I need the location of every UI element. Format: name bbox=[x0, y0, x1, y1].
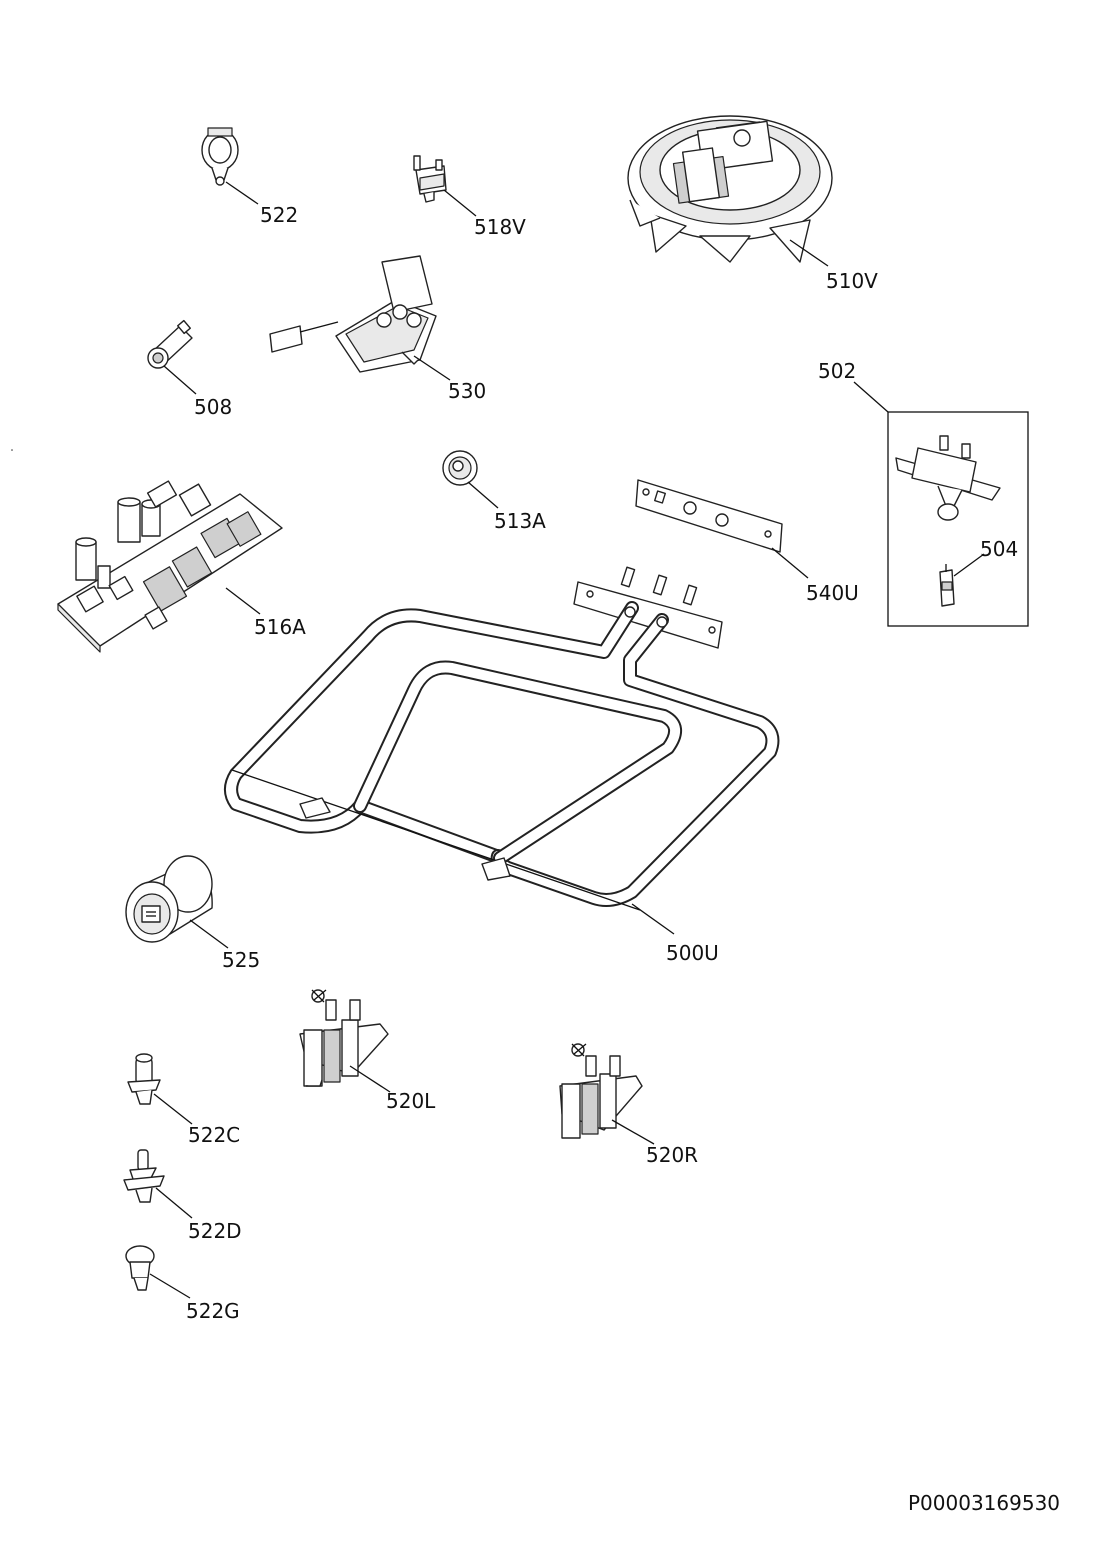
leader-520R bbox=[611, 1119, 655, 1145]
label-525: 525 bbox=[222, 948, 260, 972]
leader-510V bbox=[789, 239, 829, 267]
label-520L: 520L bbox=[386, 1089, 436, 1113]
part-520R-hinge bbox=[559, 1043, 643, 1139]
leader-508 bbox=[163, 365, 197, 395]
leader-525 bbox=[189, 919, 229, 949]
label-502: 502 bbox=[818, 359, 856, 383]
label-522C: 522C bbox=[188, 1123, 240, 1147]
part-510V-fan-motor bbox=[627, 115, 833, 263]
label-530: 530 bbox=[448, 379, 486, 403]
part-530-terminal-block bbox=[269, 255, 437, 373]
leader-502 bbox=[853, 381, 889, 413]
part-518V-switch bbox=[413, 155, 447, 203]
label-520R: 520R bbox=[646, 1143, 698, 1167]
part-540U-bracket-plate bbox=[635, 479, 783, 553]
label-540U: 540U bbox=[806, 581, 859, 605]
leader-540U bbox=[771, 547, 809, 579]
leader-504 bbox=[953, 553, 985, 577]
label-522: 522 bbox=[260, 203, 298, 227]
part-504-lamp-pin bbox=[939, 564, 955, 607]
label-513A: 513A bbox=[494, 509, 546, 533]
part-513A-nut bbox=[442, 450, 478, 486]
leader-530 bbox=[413, 355, 451, 381]
part-522-clamp bbox=[201, 127, 239, 186]
label-504: 504 bbox=[980, 537, 1018, 561]
leader-516A bbox=[225, 587, 261, 615]
margin-dot bbox=[11, 449, 13, 451]
document-code: P00003169530 bbox=[908, 1491, 1060, 1515]
leader-500U bbox=[631, 903, 675, 935]
label-522G: 522G bbox=[186, 1299, 240, 1323]
part-500U-heating-element bbox=[224, 566, 780, 911]
detail-box-502 bbox=[887, 411, 1029, 627]
label-508: 508 bbox=[194, 395, 232, 419]
leader-520L bbox=[349, 1065, 391, 1093]
leader-518V bbox=[443, 189, 477, 217]
part-525-knob bbox=[125, 855, 213, 943]
part-522G-clip bbox=[125, 1245, 155, 1291]
label-518V: 518V bbox=[474, 215, 526, 239]
leader-522G bbox=[149, 1273, 191, 1299]
part-516A-control-board bbox=[57, 480, 283, 653]
label-510V: 510V bbox=[826, 269, 878, 293]
part-508-lamp-holder bbox=[147, 319, 193, 369]
leader-522 bbox=[225, 181, 259, 205]
label-522D: 522D bbox=[188, 1219, 242, 1243]
leader-513A bbox=[467, 481, 499, 509]
label-516A: 516A bbox=[254, 615, 306, 639]
part-522D-clip bbox=[123, 1149, 165, 1203]
part-520L-hinge bbox=[299, 989, 389, 1087]
leader-522D bbox=[155, 1187, 193, 1219]
part-522C-clip bbox=[127, 1053, 161, 1105]
leader-522C bbox=[153, 1093, 193, 1125]
part-502-lamp-socket bbox=[895, 435, 1001, 521]
label-500U: 500U bbox=[666, 941, 719, 965]
